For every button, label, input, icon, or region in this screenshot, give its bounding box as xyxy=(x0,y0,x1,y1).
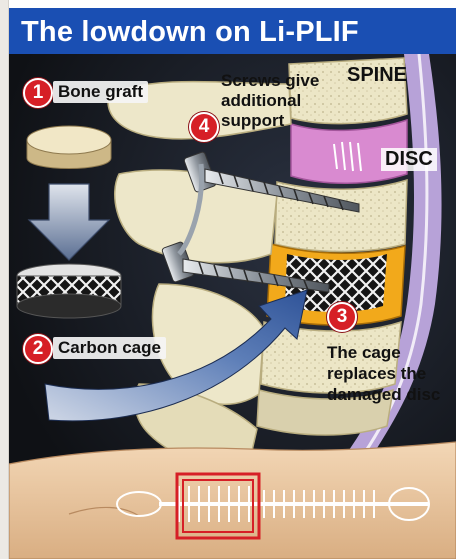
infographic-title: The lowdown on Li-PLIF xyxy=(21,16,359,49)
spine-label: SPINE xyxy=(347,64,407,87)
title-bar: The lowdown on Li-PLIF xyxy=(9,8,456,54)
disc-label: DISC xyxy=(381,148,437,171)
bone-graft-disc xyxy=(27,126,111,169)
bone-graft-label: Bone graft xyxy=(53,81,148,103)
cage-label-line3: damaged disc xyxy=(327,386,440,404)
step-4-marker: 4 xyxy=(189,112,219,142)
screws-label-line3: support xyxy=(221,112,284,130)
page-edge xyxy=(0,0,9,559)
infographic-panel: The lowdown on Li-PLIF xyxy=(9,8,456,559)
carbon-cage-label: Carbon cage xyxy=(53,337,166,359)
cage-label-line2: replaces the xyxy=(327,365,426,383)
carbon-cage-small xyxy=(17,264,121,318)
cage-label-line1: The cage xyxy=(327,344,401,362)
step-1-marker: 1 xyxy=(23,78,53,108)
screws-label-line2: additional xyxy=(221,92,301,110)
screws-label-line1: Screws give xyxy=(221,72,319,90)
step-3-marker: 3 xyxy=(327,302,357,332)
step-2-marker: 2 xyxy=(23,334,53,364)
